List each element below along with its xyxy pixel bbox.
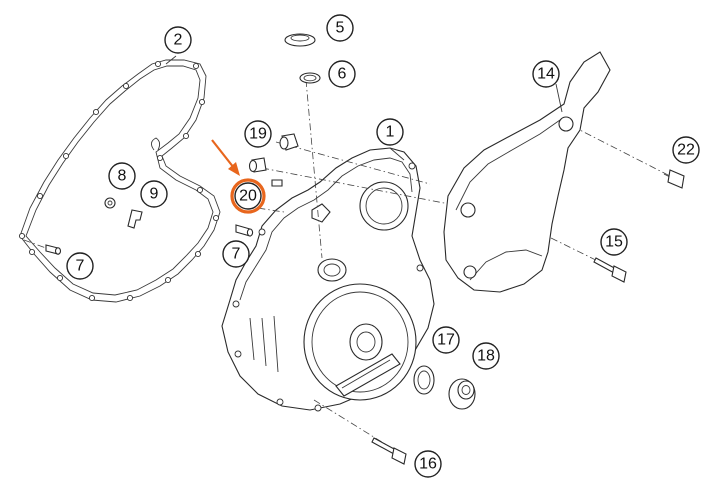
- callout-20: 20: [234, 182, 262, 210]
- callout-8: 8: [108, 162, 136, 190]
- plug-part-20: [248, 157, 283, 187]
- callout-7-left: 7: [66, 252, 94, 280]
- callout-2-label: 2: [174, 32, 183, 49]
- sprocket-cover-part-14: [443, 51, 611, 293]
- callout-14: 14: [532, 60, 560, 88]
- callout-16: 16: [414, 450, 442, 478]
- callout-2: 2: [164, 26, 192, 54]
- callout-15-label: 15: [605, 234, 623, 251]
- bolt-part-16: [371, 437, 407, 465]
- callout-14-label: 14: [537, 66, 555, 83]
- gasket-part-2: [18, 59, 221, 303]
- plug-part-19: [279, 133, 299, 151]
- callout-22: 22: [672, 136, 700, 164]
- bolt-part-22: [663, 169, 685, 189]
- nut-part-8: [104, 197, 116, 209]
- highlight-arrow: [211, 139, 240, 176]
- plug-part-18: [448, 378, 476, 410]
- callout-22-label: 22: [677, 142, 695, 159]
- callout-9-label: 9: [150, 186, 159, 203]
- callout-19-label: 19: [249, 126, 267, 143]
- engine-cover-part-1: [221, 147, 435, 412]
- callout-19: 19: [244, 120, 272, 148]
- callout-5: 5: [326, 14, 354, 42]
- callout-1-label: 1: [386, 124, 395, 141]
- callout-7-right-label: 7: [232, 246, 241, 263]
- callout-7-left-label: 7: [76, 258, 85, 275]
- callout-8-label: 8: [118, 168, 127, 185]
- ring-part-17: [413, 365, 435, 395]
- callout-1: 1: [376, 118, 404, 146]
- callout-6: 6: [328, 60, 356, 88]
- bolt-part-15: [593, 257, 627, 283]
- oring-part-6: [299, 72, 321, 84]
- callout-7-right: 7: [222, 240, 250, 268]
- leader-lines: [165, 55, 563, 161]
- callout-6-label: 6: [338, 66, 347, 83]
- dowel-part-7-right: [235, 224, 254, 237]
- callout-18: 18: [472, 342, 500, 370]
- clip-part-9: [127, 209, 143, 229]
- dowel-part-7-left: [23, 239, 62, 255]
- callout-17-label: 17: [437, 332, 455, 349]
- callout-18-label: 18: [477, 348, 495, 365]
- highlight-ring: [230, 178, 266, 214]
- callout-17: 17: [432, 326, 460, 354]
- callout-16-label: 16: [419, 456, 437, 473]
- callout-20-label: 20: [239, 188, 257, 205]
- callout-9: 9: [140, 180, 168, 208]
- cap-part-5: [284, 33, 316, 47]
- callout-15: 15: [600, 228, 628, 256]
- callout-5-label: 5: [336, 20, 345, 37]
